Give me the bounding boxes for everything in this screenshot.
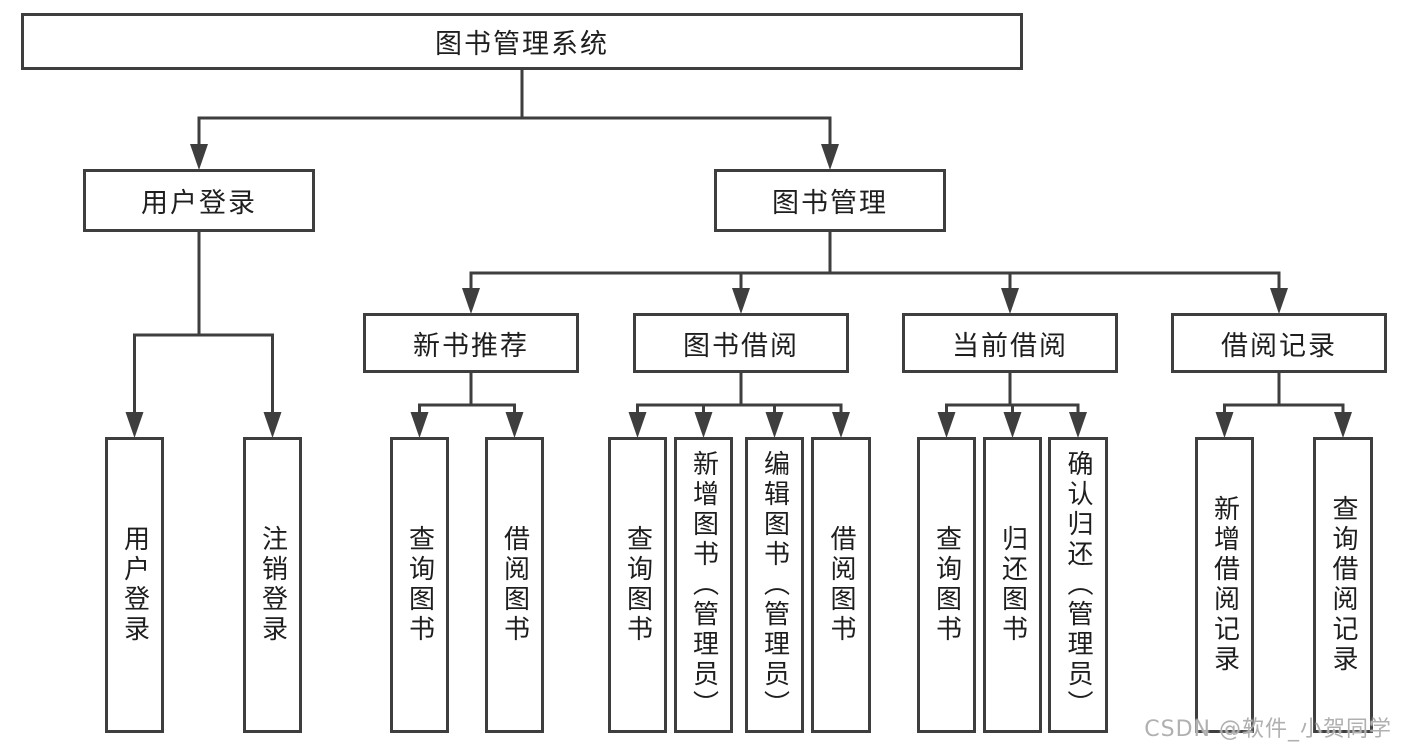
node-library-management-system: 图书管理系统 (21, 13, 1023, 70)
node-label: 新增借阅记录 (1209, 495, 1240, 675)
node-label: 归还图书 (997, 525, 1028, 645)
node-label: 借阅图书 (499, 525, 530, 645)
node-borrow-books-2: 借阅图书 (811, 437, 871, 733)
node-query-books-2: 查询图书 (608, 437, 667, 733)
csdn-watermark: CSDN @软件_小贺同学 (1144, 717, 1392, 742)
arrow-down-icon (1334, 412, 1352, 438)
node-return-book: 归还图书 (983, 437, 1042, 733)
arrow-down-icon (462, 288, 480, 314)
node-book-borrowing: 图书借阅 (633, 313, 849, 373)
node-label: 图书管理系统 (435, 29, 609, 60)
arrow-down-icon (1069, 412, 1087, 438)
node-label: 借阅记录 (1221, 330, 1337, 362)
node-add-borrow-record: 新增借阅记录 (1195, 437, 1254, 733)
arrow-down-icon (1215, 412, 1234, 438)
node-user-login-branch: 用户登录 (83, 169, 315, 232)
node-label: 借阅图书 (826, 525, 856, 645)
node-logout-leaf: 注销登录 (243, 437, 302, 733)
node-current-borrowing: 当前借阅 (902, 313, 1118, 373)
arrow-down-icon (694, 412, 713, 438)
node-borrowing-records: 借阅记录 (1171, 313, 1387, 373)
node-confirm-return-admin: 确认归还（管理员） (1048, 437, 1108, 733)
node-add-book-admin: 新增图书（管理员） (674, 437, 733, 733)
arrow-down-icon (1003, 412, 1022, 438)
arrow-down-icon (628, 412, 647, 438)
node-new-book-recommend: 新书推荐 (363, 313, 579, 373)
arrow-down-icon (937, 412, 956, 438)
arrow-down-icon (410, 412, 429, 438)
node-label: 查询图书 (404, 525, 435, 645)
node-label: 确认归还（管理员） (1063, 450, 1093, 720)
arrow-down-icon (821, 144, 839, 170)
node-label: 查询图书 (931, 525, 962, 645)
arrow-down-icon (765, 412, 784, 438)
node-query-borrow-record: 查询借阅记录 (1313, 437, 1373, 733)
node-query-books-1: 查询图书 (390, 437, 449, 733)
node-label: 新增图书（管理员） (688, 450, 719, 720)
node-book-management-branch: 图书管理 (714, 169, 946, 232)
node-edit-book-admin: 编辑图书（管理员） (745, 437, 804, 733)
node-label: 注销登录 (257, 525, 288, 645)
node-label: 新书推荐 (413, 330, 529, 362)
node-query-books-3: 查询图书 (917, 437, 976, 733)
arrow-down-icon (1270, 288, 1288, 314)
arrow-down-icon (1001, 288, 1019, 314)
node-label: 查询图书 (622, 525, 653, 645)
node-label: 图书借阅 (683, 330, 799, 362)
arrow-down-icon (732, 288, 750, 314)
arrow-down-icon (832, 412, 850, 438)
node-label: 编辑图书（管理员） (759, 450, 790, 720)
node-label: 图书管理 (772, 188, 888, 219)
node-borrow-books-1: 借阅图书 (485, 437, 544, 733)
node-label: 用户登录 (141, 188, 257, 219)
arrow-down-icon (505, 412, 524, 438)
arrow-down-icon (125, 412, 144, 438)
node-user-login-leaf: 用户登录 (105, 437, 164, 733)
arrow-down-icon (190, 144, 208, 170)
node-label: 查询借阅记录 (1328, 495, 1358, 675)
node-label: 用户登录 (119, 525, 150, 645)
arrow-down-icon (263, 412, 282, 438)
node-label: 当前借阅 (952, 330, 1068, 362)
